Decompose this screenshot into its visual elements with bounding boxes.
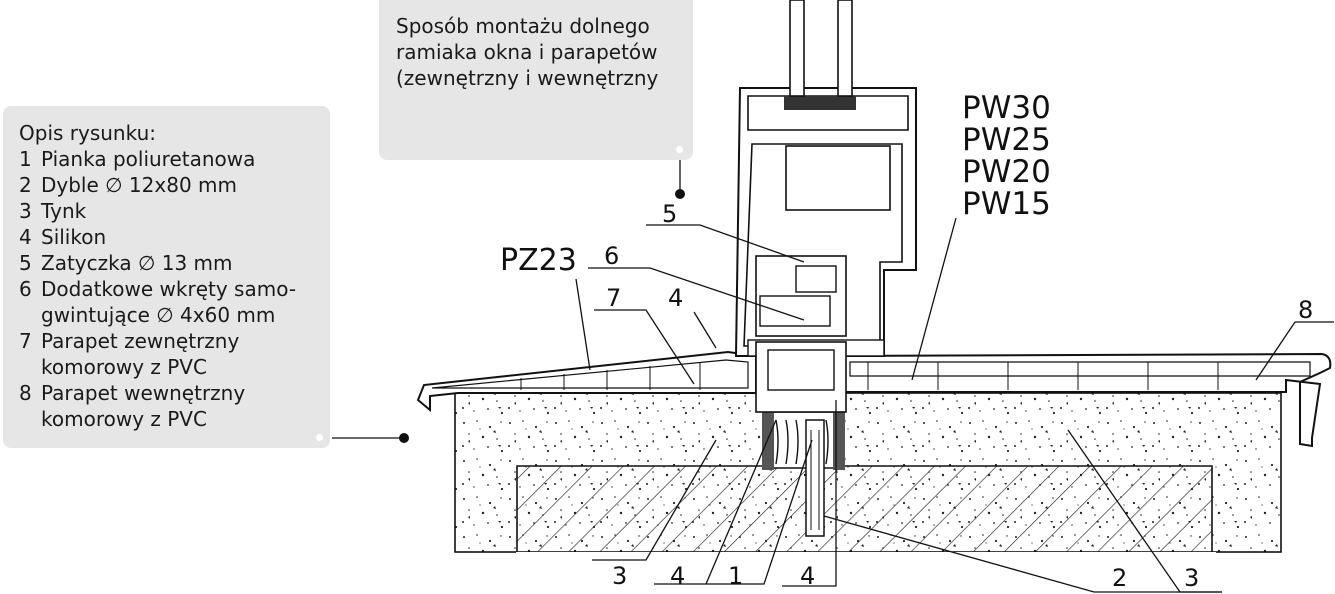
legend-item-8: 8 Parapet wewnętrzny xyxy=(19,380,245,406)
callout-8: 8 xyxy=(1298,296,1313,324)
callout-3-right: 3 xyxy=(1184,564,1199,592)
legend-item-number: 8 xyxy=(19,381,32,405)
legend-title: Opis rysunku: xyxy=(19,121,156,145)
legend-item-number: 7 xyxy=(19,329,32,353)
legend-item-number: 6 xyxy=(19,277,32,301)
legend-item-text: Tynk xyxy=(41,199,87,223)
legend-item-number: 1 xyxy=(19,147,32,171)
callout-6: 6 xyxy=(604,242,619,270)
callout-5: 5 xyxy=(662,200,677,228)
legend-item-7-continuation: komorowy z PVC xyxy=(41,355,207,379)
caption-line-3: (zewnętrzny i wewnętrzny xyxy=(396,66,659,90)
legend-item-3: 3 Tynk xyxy=(19,198,86,224)
legend-item-4: 4 Silikon xyxy=(19,224,106,250)
masonry-wall xyxy=(516,465,1216,572)
legend-item-text: Parapet zewnętrzny xyxy=(41,329,240,353)
dowel xyxy=(805,419,825,537)
legend-item-text: Zatyczka ∅ 13 mm xyxy=(41,251,233,275)
pz23-label: PZ23 xyxy=(500,243,577,278)
legend-corner-dot xyxy=(316,434,323,441)
product-codes: PW30 PW25 PW20 PW15 xyxy=(962,90,1051,222)
legend-item-1: 1 Pianka poliuretanowa xyxy=(19,146,255,172)
caption-anchor-dot xyxy=(675,189,685,199)
caption-line-1: Sposób montażu dolnego xyxy=(396,14,650,38)
callout-2: 2 xyxy=(1112,564,1127,592)
legend-item-5: 5 Zatyczka ∅ 13 mm xyxy=(19,250,233,276)
caption-panel: Sposób montażu dolnego ramiaka okna i pa… xyxy=(379,0,693,160)
callout-numbers: 5 6 7 4 8 3 4 1 4 2 3 xyxy=(604,200,1313,592)
legend-item-text: Silikon xyxy=(41,225,107,249)
legend-item-text: Dodatkowe wkręty samo- xyxy=(41,277,297,301)
legend-item-text: Pianka poliuretanowa xyxy=(41,147,256,171)
legend-item-8-continuation: komorowy z PVC xyxy=(41,407,207,431)
callout-4-bottom-left: 4 xyxy=(670,562,685,590)
legend-panel: Opis rysunku: 1 Pianka poliuretanowa 2 Dyb… xyxy=(3,106,330,448)
caption-line-2: ramiaka okna i parapetów xyxy=(396,40,658,64)
window-frame-profile xyxy=(734,87,917,413)
legend-item-7: 7 Parapet zewnętrzny xyxy=(19,328,239,354)
callout-4-top: 4 xyxy=(668,284,683,312)
interior-sill xyxy=(841,352,1332,448)
callout-3-left: 3 xyxy=(612,562,627,590)
legend-item-number: 2 xyxy=(19,173,32,197)
legend-item-6: 6 Dodatkowe wkręty samo- xyxy=(19,276,296,302)
product-code-2: PW20 xyxy=(962,154,1051,190)
legend-item-number: 4 xyxy=(19,225,32,249)
legend-item-2: 2 Dyble ∅ 12x80 mm xyxy=(19,172,237,198)
legend-anchor-dot xyxy=(399,433,409,443)
callout-4-bottom-right: 4 xyxy=(800,562,815,590)
callout-1: 1 xyxy=(728,562,743,590)
product-code-3: PW15 xyxy=(962,186,1051,222)
legend-item-number: 5 xyxy=(19,251,32,275)
legend-item-text: Dyble ∅ 12x80 mm xyxy=(41,173,237,197)
glass-pane xyxy=(789,0,853,97)
product-code-1: PW25 xyxy=(962,122,1051,158)
product-code-0: PW30 xyxy=(962,90,1051,126)
legend-item-text: Parapet wewnętrzny xyxy=(41,381,246,405)
leader-lines xyxy=(332,156,1334,593)
callout-7: 7 xyxy=(606,284,621,312)
caption-corner-dot xyxy=(676,146,683,153)
legend-item-6-continuation: gwintujące ∅ 4x60 mm xyxy=(41,303,276,327)
legend-item-number: 3 xyxy=(19,199,32,223)
